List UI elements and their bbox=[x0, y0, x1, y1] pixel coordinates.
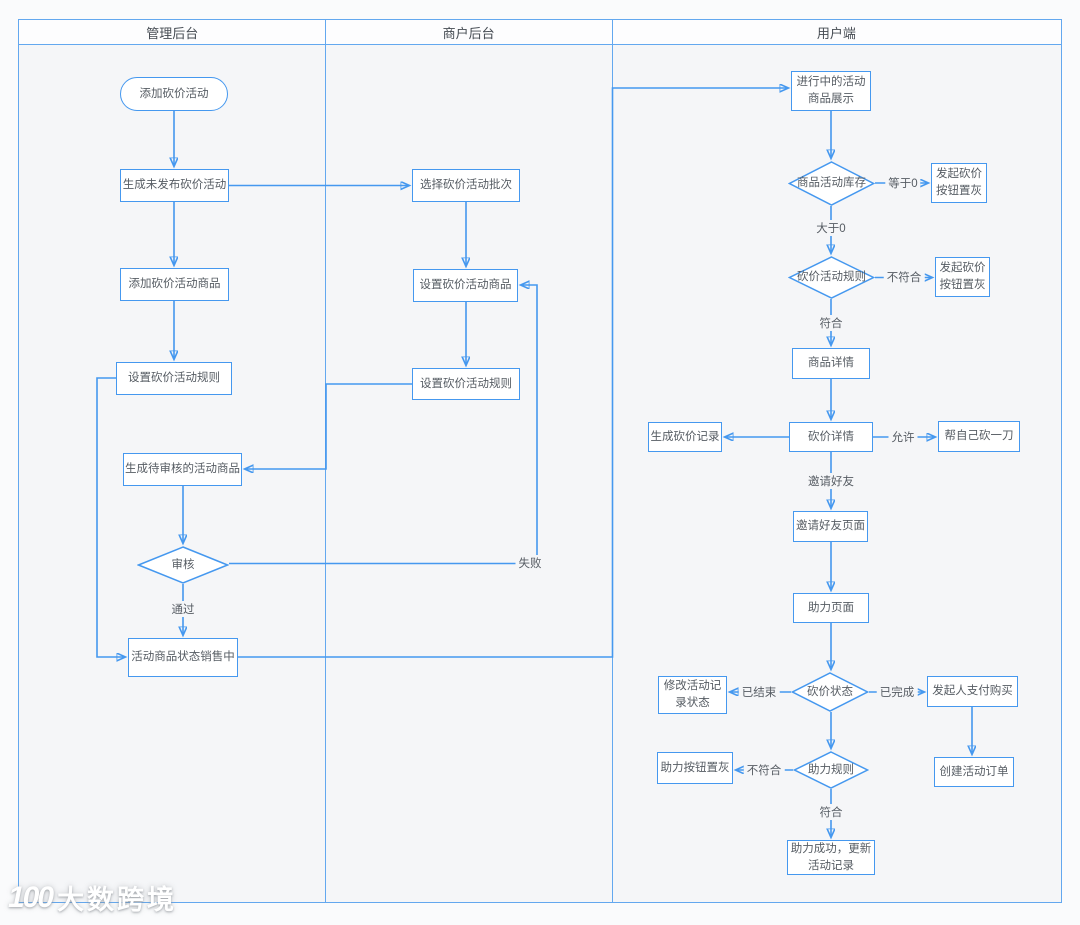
node-generate-bargain-record: 生成砍价记录 bbox=[648, 422, 722, 452]
node-label: 发起砍价按钮置灰 bbox=[939, 262, 986, 291]
node-audit-decision: 审核 bbox=[137, 546, 229, 584]
watermark-logo-icon: 100 bbox=[8, 880, 54, 914]
node-label: 商品详情 bbox=[808, 357, 854, 370]
edge-label-pass: 通过 bbox=[168, 601, 198, 617]
lane-header-row: 管理后台 商户后台 用户端 bbox=[18, 19, 1062, 45]
diamond-shape bbox=[793, 751, 869, 789]
node-label: 活动商品状态销售中 bbox=[131, 651, 235, 664]
node-label: 发起砍价按钮置灰 bbox=[936, 168, 982, 197]
edge-label-match-2: 符合 bbox=[816, 804, 846, 820]
node-label: 设置砍价活动商品 bbox=[419, 279, 512, 292]
node-set-activity-rules-admin: 设置砍价活动规则 bbox=[116, 362, 232, 395]
node-assist-page: 助力页面 bbox=[793, 593, 869, 623]
edge-label-invite: 邀请好友 bbox=[805, 473, 857, 489]
edge-label-ended: 已结束 bbox=[738, 684, 780, 700]
node-ongoing-activity-display: 进行中的活动商品展示 bbox=[791, 71, 871, 111]
node-label: 助力页面 bbox=[808, 601, 854, 614]
edge-label-match-1: 符合 bbox=[816, 315, 846, 331]
node-cut-for-self: 帮自己砍一刀 bbox=[938, 421, 1020, 452]
edge-label-fail: 失败 bbox=[515, 555, 545, 571]
node-modify-record-status: 修改活动记录状态 bbox=[658, 676, 727, 714]
edge-set-rules-admin-to-goods-on-sale bbox=[96, 377, 125, 657]
node-bargain-status-decision: 砍价状态 bbox=[791, 672, 869, 712]
node-assist-success-update-record: 助力成功，更新活动记录 bbox=[787, 840, 875, 875]
node-label: 修改活动记录状态 bbox=[663, 680, 722, 709]
node-bargain-rules-decision: 砍价活动规则 bbox=[788, 256, 875, 299]
node-initiate-button-gray-1: 发起砍价按钮置灰 bbox=[931, 163, 987, 203]
node-invite-friends-page: 邀请好友页面 bbox=[793, 511, 868, 542]
node-label: 选择砍价活动批次 bbox=[420, 179, 512, 192]
edge-label-no-match-2: 不符合 bbox=[743, 762, 785, 778]
edge-set-rules-merchant-to-gen-pending bbox=[245, 383, 412, 469]
node-create-activity-order: 创建活动订单 bbox=[934, 757, 1014, 787]
node-start-add-bargain-activity: 添加砍价活动 bbox=[120, 77, 228, 111]
edge-label-completed: 已完成 bbox=[876, 684, 918, 700]
node-label: 进行中的活动商品展示 bbox=[796, 76, 866, 105]
node-label: 审核 bbox=[171, 558, 195, 571]
lane-header-admin: 管理后台 bbox=[146, 25, 199, 41]
node-label: 添加砍价活动商品 bbox=[128, 278, 221, 291]
diamond-shape bbox=[137, 546, 229, 584]
node-goods-on-sale-status: 活动商品状态销售中 bbox=[128, 638, 238, 677]
node-initiator-pay: 发起人支付购买 bbox=[927, 676, 1018, 707]
lane-header-user: 用户端 bbox=[816, 25, 856, 41]
node-add-activity-goods: 添加砍价活动商品 bbox=[120, 268, 229, 301]
diamond-shape bbox=[791, 672, 869, 712]
node-label: 助力按钮置灰 bbox=[660, 761, 730, 774]
edge-label-no-match-1: 不符合 bbox=[883, 269, 925, 285]
node-generate-unpublished-activity: 生成未发布砍价活动 bbox=[120, 169, 229, 202]
node-assist-button-gray: 助力按钮置灰 bbox=[657, 752, 733, 784]
node-bargain-detail: 砍价详情 bbox=[789, 422, 873, 452]
edge-label-eq0: 等于0 bbox=[885, 175, 921, 191]
edge-label-allow: 允许 bbox=[888, 429, 918, 445]
node-set-activity-rules-merchant: 设置砍价活动规则 bbox=[412, 368, 520, 400]
node-select-activity-batch: 选择砍价活动批次 bbox=[412, 169, 520, 202]
diamond-shape bbox=[788, 161, 875, 206]
node-goods-detail: 商品详情 bbox=[792, 348, 870, 379]
node-label: 助力成功，更新活动记录 bbox=[790, 842, 872, 872]
node-assist-rules-decision: 助力规则 bbox=[793, 751, 869, 789]
watermark-text: 大数跨境 bbox=[57, 885, 178, 915]
node-initiate-button-gray-2: 发起砍价按钮置灰 bbox=[935, 257, 990, 297]
node-label: 砍价活动规则 bbox=[797, 271, 866, 284]
node-label: 商品活动库存 bbox=[797, 177, 866, 190]
node-label: 设置砍价活动规则 bbox=[420, 377, 512, 390]
node-label: 创建活动订单 bbox=[939, 765, 1009, 778]
node-label: 砍价详情 bbox=[808, 430, 854, 443]
node-label: 邀请好友页面 bbox=[796, 520, 865, 533]
diamond-shape bbox=[788, 256, 875, 299]
watermark: 100 大数跨境 bbox=[8, 878, 177, 917]
edge-label-gt0: 大于0 bbox=[813, 220, 849, 236]
node-label: 生成未发布砍价活动 bbox=[122, 179, 227, 192]
node-set-activity-goods-merchant: 设置砍价活动商品 bbox=[413, 269, 518, 302]
node-label: 生成砍价记录 bbox=[650, 430, 720, 443]
node-label: 发起人支付购买 bbox=[932, 685, 1013, 698]
node-stock-decision: 商品活动库存 bbox=[788, 161, 875, 206]
node-label: 添加砍价活动 bbox=[139, 87, 209, 100]
node-label: 生成待审核的活动商品 bbox=[125, 463, 240, 476]
node-label: 设置砍价活动规则 bbox=[128, 372, 220, 385]
edge-audit-fail-to-set-goods-merchant bbox=[229, 285, 538, 565]
node-label: 帮自己砍一刀 bbox=[944, 430, 1014, 443]
node-generate-pending-goods: 生成待审核的活动商品 bbox=[123, 453, 242, 486]
lane-header-merchant: 商户后台 bbox=[442, 25, 495, 41]
node-label: 助力规则 bbox=[808, 763, 854, 776]
edge-goods-on-sale-to-ongoing-display bbox=[238, 88, 788, 658]
node-label: 砍价状态 bbox=[807, 685, 853, 698]
